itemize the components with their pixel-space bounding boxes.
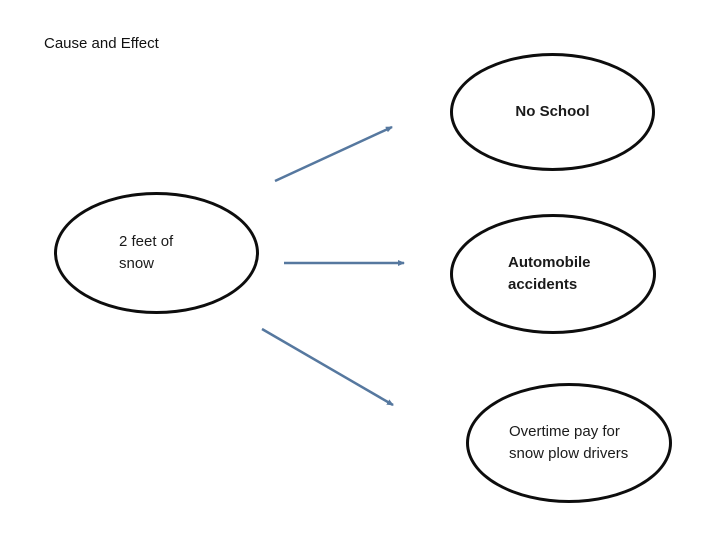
effect-label-no-school: No School	[515, 103, 590, 120]
connector-cause-to-no-school	[274, 125, 393, 183]
effect-ellipse-automobile-accidents: Automobile accidents	[450, 214, 656, 334]
cause-ellipse-2-feet-of-snow: 2 feet of snow	[54, 192, 259, 314]
connector-cause-to-overtime	[261, 327, 394, 407]
effect-ellipse-no-school: No School	[450, 53, 655, 171]
effect-ellipse-overtime-pay: Overtime pay for snow plow drivers	[466, 383, 672, 503]
effect-label-overtime-pay: Overtime pay for snow plow drivers	[509, 423, 629, 462]
effect-label-automobile-accidents: Automobile accidents	[508, 254, 591, 293]
cause-label: 2 feet of snow	[119, 233, 174, 272]
slide-title: Cause and Effect	[44, 35, 159, 52]
